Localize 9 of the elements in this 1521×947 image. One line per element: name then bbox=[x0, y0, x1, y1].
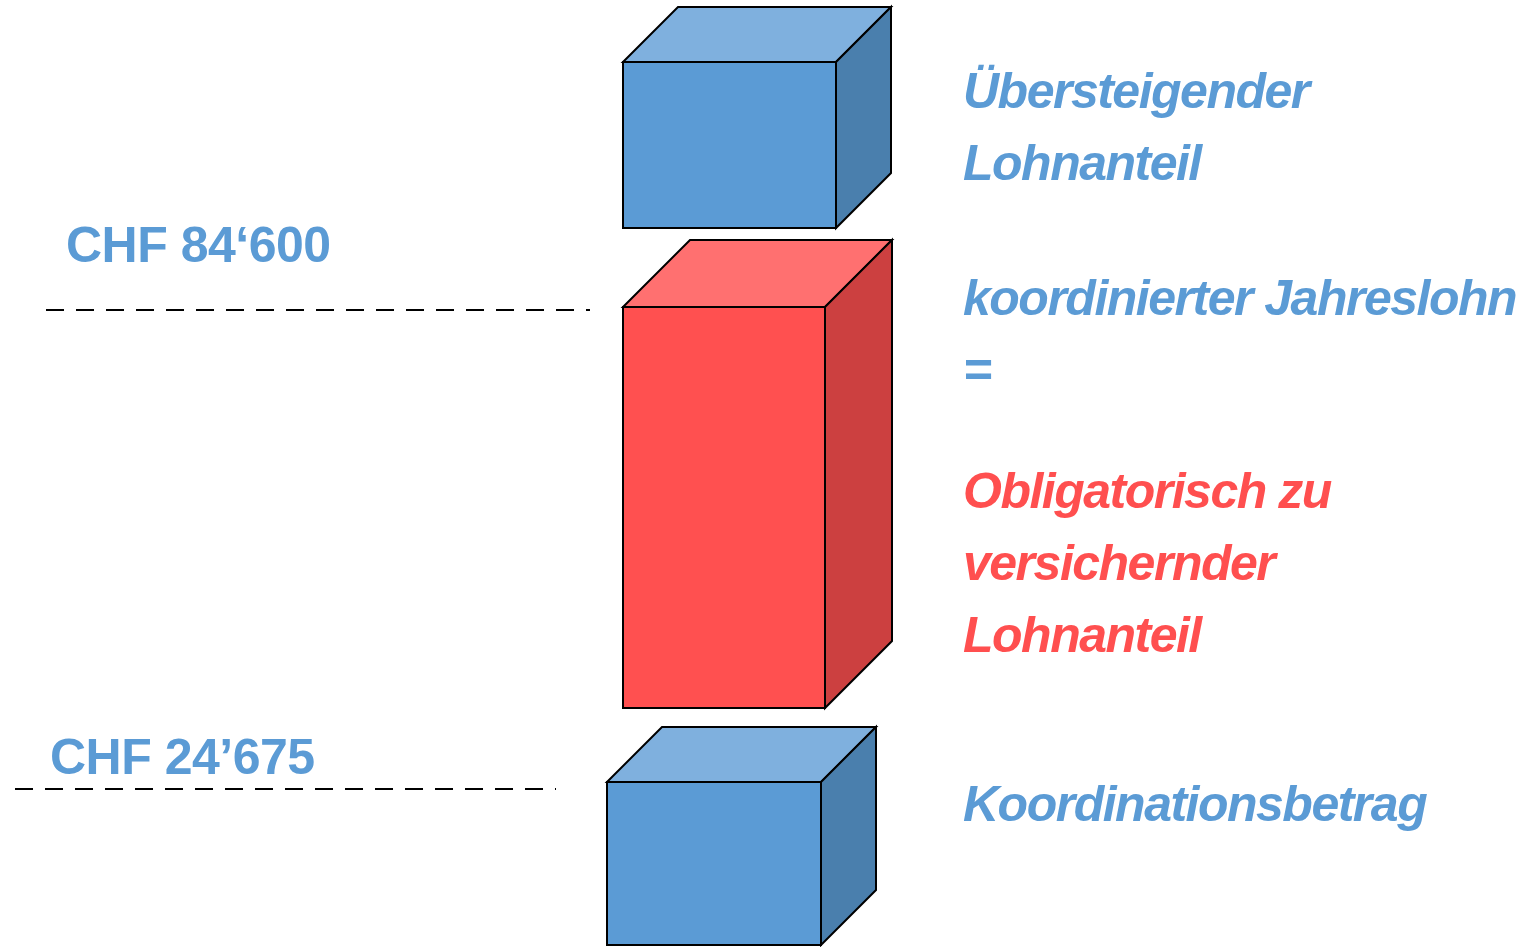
cuboid bbox=[623, 7, 891, 228]
side-label: Obligatorisch zu versichernder Lohnanteil bbox=[963, 462, 1333, 665]
cuboid bbox=[623, 240, 892, 708]
value-label: CHF 24’675 bbox=[50, 728, 315, 787]
side-label: Koordinationsbetrag bbox=[963, 775, 1428, 834]
value-label: CHF 84‘600 bbox=[66, 216, 331, 275]
cuboid bbox=[607, 727, 876, 945]
side-label: koordinierter Jahreslohn = bbox=[963, 269, 1518, 400]
side-label: Übersteigender Lohnanteil bbox=[963, 55, 1521, 199]
